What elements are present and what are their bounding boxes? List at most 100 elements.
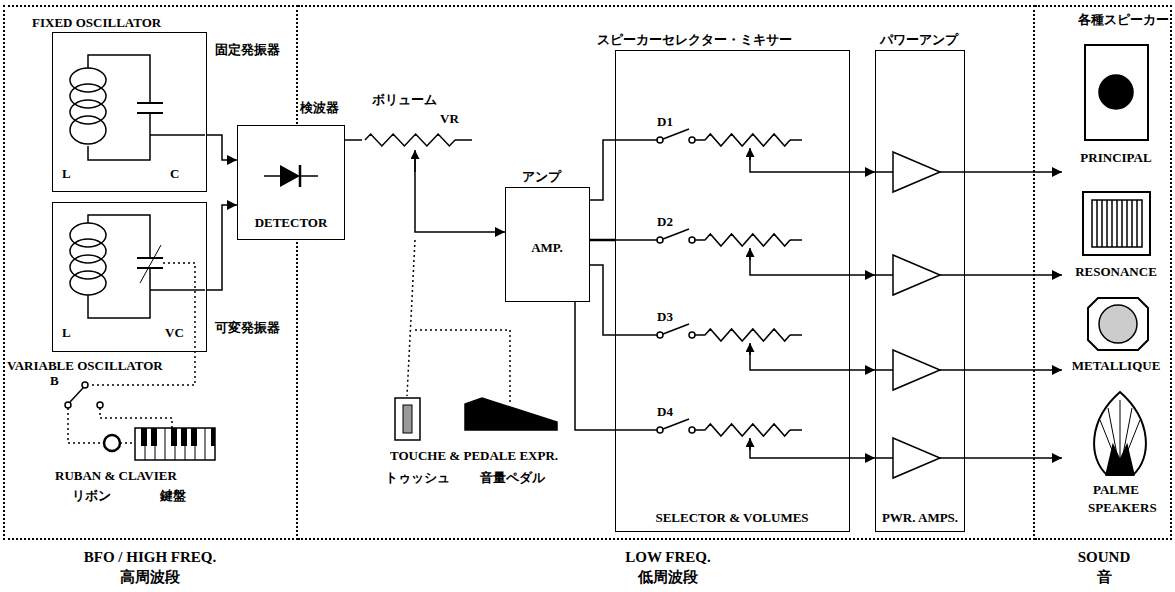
part-label: 各種スピーカー [1078, 12, 1169, 27]
speaker-resonance [1083, 192, 1150, 255]
connector [850, 369, 875, 371]
node-heading: 検波器 [300, 100, 339, 115]
node-heading: SOUND [1078, 548, 1131, 566]
switch-blade [663, 129, 689, 139]
connector [850, 171, 875, 173]
region-band: BFO / HIGH FREQ.高周波段FIXED OSCILLATOR固定発振… [3, 5, 298, 540]
connector [207, 135, 237, 160]
wiper-arrow [749, 343, 751, 355]
wiper-arrow [749, 148, 751, 160]
part-label: RUBAN & CLAVIER [55, 468, 177, 483]
node-heading: 可変発振器 [215, 320, 280, 335]
connector [590, 140, 615, 200]
node-heading: PALME [1093, 482, 1139, 497]
diode-body [280, 165, 300, 187]
speaker-palme [1094, 392, 1146, 475]
part-label: 音量ペダル [480, 470, 545, 485]
switch-b [65, 382, 103, 408]
switch-label: D2 [657, 214, 673, 229]
switch-label: D1 [657, 114, 673, 129]
node-heading: PRINCIPAL [1080, 150, 1151, 165]
speaker: RESONANCE [1062, 190, 1168, 290]
wire [750, 149, 850, 172]
node-heading: RESONANCE [1075, 264, 1157, 279]
wiper-arrow [414, 150, 416, 172]
part-label: L [62, 325, 71, 340]
node-label: AMP. [531, 240, 563, 255]
variable-lc-circuit [70, 215, 205, 318]
part-label: 鍵盤 [160, 488, 186, 503]
speaker: METALLIQUE [1062, 300, 1168, 388]
resistor-symbol [695, 134, 802, 146]
switch-label: D3 [657, 309, 673, 324]
part-label: トゥッシュ [385, 470, 450, 485]
connector [965, 171, 1062, 173]
switch-contact [657, 237, 663, 243]
selector-box: スピーカーセレクター・ミキサーSELECTOR & VOLUMES [615, 50, 850, 532]
node-label: 低周波段 [638, 568, 698, 586]
fixed-lc-circuit [70, 55, 205, 160]
resistor-symbol [695, 424, 802, 436]
connector [850, 274, 875, 276]
wire [750, 249, 850, 275]
ribbon-ring [104, 435, 120, 451]
node-heading: FIXED OSCILLATOR [32, 15, 161, 30]
touche [395, 398, 420, 440]
resistor-symbol [695, 234, 802, 246]
oscillator-box: FIXED OSCILLATOR固定発振器 [52, 32, 207, 192]
switch-contact [689, 332, 695, 338]
connector [575, 302, 615, 430]
wire [615, 429, 657, 431]
detector-box: 検波器DETECTOR [237, 125, 345, 240]
wiper-arrow [749, 248, 751, 260]
switch-blade [663, 419, 689, 429]
node-label: 固定発振器 [215, 42, 280, 57]
node-heading: LOW FREQ. [625, 548, 711, 566]
part-label: L [62, 166, 71, 181]
node-label: SELECTOR & VOLUMES [655, 510, 808, 525]
part-label: SPEAKERS [1088, 500, 1157, 515]
part-label: リボン [72, 488, 111, 503]
region-band: SOUND音PRINCIPALRESONANCEMETALLIQUEPALME [1035, 5, 1172, 540]
wire [750, 439, 850, 458]
amplifier-triangle [893, 438, 940, 478]
node-heading: パワーアンプ [880, 32, 958, 47]
wire [615, 239, 657, 241]
switch-contact [689, 137, 695, 143]
wiper-arrow [749, 438, 751, 450]
connector [965, 274, 1062, 276]
amplifier-triangle [893, 255, 940, 295]
switch-blade [663, 324, 689, 334]
control-link [407, 240, 510, 404]
node-label: VARIABLE OSCILLATOR [7, 358, 163, 373]
keyboard [135, 428, 215, 460]
part-label: VC [165, 325, 184, 340]
resistor-symbol [365, 134, 472, 146]
speaker-metallique [1088, 298, 1148, 350]
node-label: 高周波段 [120, 568, 180, 586]
expression-pedal [465, 398, 557, 430]
connector [207, 205, 237, 290]
wire [750, 344, 850, 370]
switch-blade [663, 229, 689, 239]
node-label: DETECTOR [255, 215, 328, 230]
speaker: PRINCIPAL [1062, 42, 1168, 182]
node-heading: METALLIQUE [1072, 358, 1161, 373]
switch-contact [657, 137, 663, 143]
connector [345, 140, 505, 232]
amplifier-triangle [893, 152, 940, 192]
amp-box: アンプAMP. [505, 187, 590, 302]
speaker: PALME [1062, 392, 1168, 517]
connector [965, 369, 1062, 371]
node-heading: アンプ [522, 169, 561, 184]
switch-label: D4 [657, 404, 673, 419]
amplifier-triangle [893, 350, 940, 390]
diode-bar [299, 165, 302, 187]
speaker-principal [1085, 45, 1148, 140]
diode-symbol [238, 136, 343, 216]
connector [590, 239, 615, 242]
wire [615, 139, 657, 141]
